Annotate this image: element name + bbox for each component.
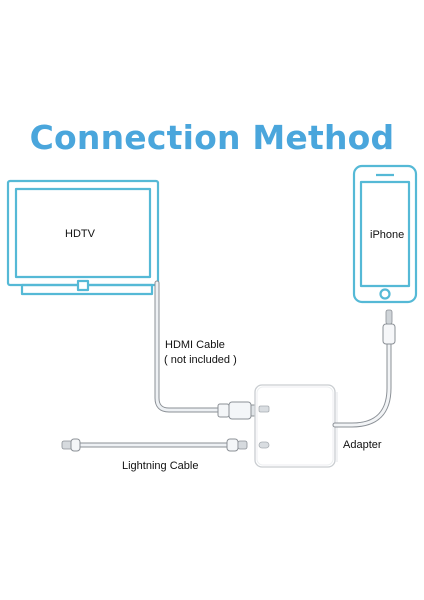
hdtv-icon bbox=[6, 179, 160, 296]
adapter-label: Adapter bbox=[343, 439, 382, 451]
iphone-icon bbox=[352, 164, 418, 304]
hdmi-cable bbox=[154, 280, 262, 420]
adapter-lightning-cable bbox=[332, 309, 396, 428]
lightning-cable bbox=[61, 438, 248, 452]
hdmi-cable-label: HDMI Cable bbox=[165, 339, 225, 351]
adapter-icon bbox=[254, 384, 338, 468]
not-included-label: ( not included ) bbox=[164, 354, 237, 366]
hdtv-label: HDTV bbox=[65, 228, 95, 240]
diagram-title: Connection Method bbox=[29, 118, 395, 157]
iphone-label: iPhone bbox=[370, 229, 405, 241]
lightning-cable-label: Lightning Cable bbox=[122, 460, 199, 472]
